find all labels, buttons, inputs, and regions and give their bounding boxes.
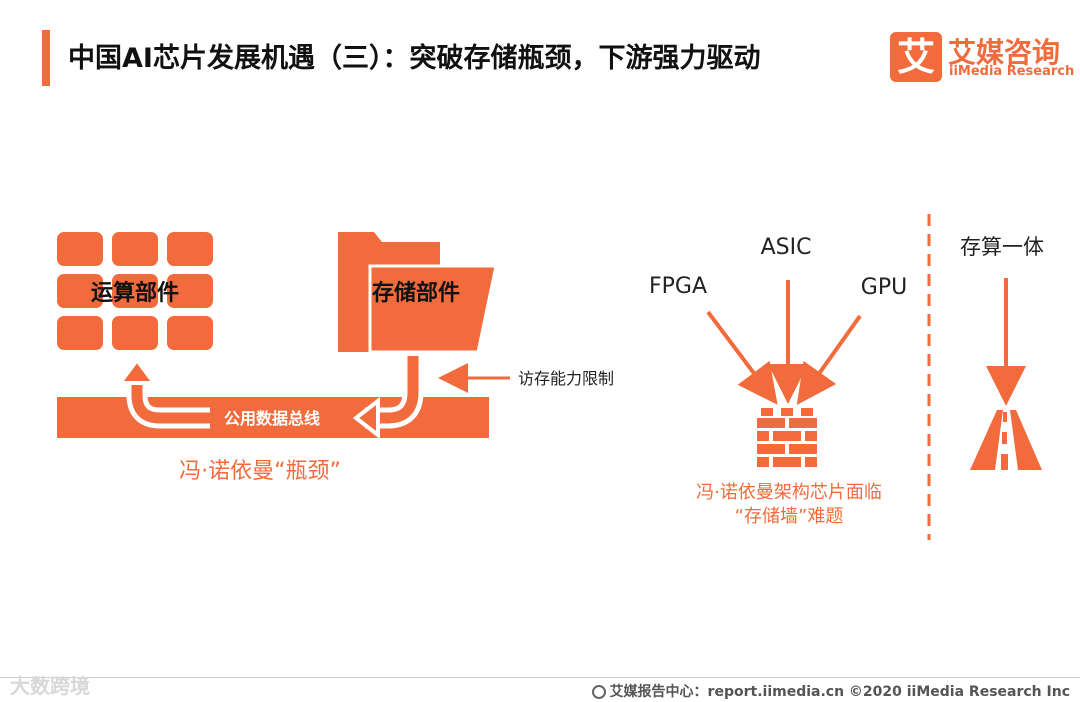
storage-folder-icon: [338, 232, 498, 354]
footer-divider: [0, 677, 1080, 678]
logo-mark: 艾: [890, 32, 942, 82]
bottleneck-caption: 冯·诺依曼“瓶颈”: [179, 459, 341, 484]
footer-text: 艾媒报告中心：report.iimedia.cn ©2020 iiMedia R…: [609, 684, 1070, 700]
logo-cn-text: 艾媒咨询: [948, 36, 1061, 69]
title-accent-bar: [42, 30, 50, 86]
cim-label: 存算一体: [960, 235, 1044, 259]
bus-return-arrow-inner: [131, 382, 210, 424]
compute-grid-icon: [57, 232, 213, 350]
converging-arrows: [706, 280, 862, 406]
watermark: 大数跨境: [10, 674, 90, 698]
compute-unit-label: 运算部件: [91, 280, 179, 306]
asic-label: ASIC: [761, 235, 812, 260]
road-icon: [970, 410, 1042, 470]
bus-label: 公用数据总线: [224, 409, 320, 428]
logo-en-text: iiMedia Research: [949, 64, 1075, 79]
brick-wall-icon: [757, 408, 817, 467]
fpga-label: FPGA: [649, 274, 707, 299]
wall-caption-line2: “存储墙”难题: [735, 506, 844, 527]
page-title: 中国AI芯片发展机遇（三）：突破存储瓶颈，下游强力驱动: [68, 43, 761, 74]
bus-flow-arrowhead-left: [352, 396, 380, 440]
bus-flow-arrow-inner: [370, 356, 419, 424]
wall-caption-line1: 冯·诺依曼架构芯片面临: [696, 482, 882, 503]
storage-unit-label: 存储部件: [372, 280, 460, 306]
access-limit-label: 访存能力限制: [518, 369, 614, 388]
globe-icon: [591, 685, 606, 699]
footer-credit: 艾媒报告中心：report.iimedia.cn ©2020 iiMedia R…: [591, 681, 1070, 701]
gpu-label: GPU: [861, 275, 907, 300]
bus-return-arrowhead-up: [116, 356, 158, 385]
